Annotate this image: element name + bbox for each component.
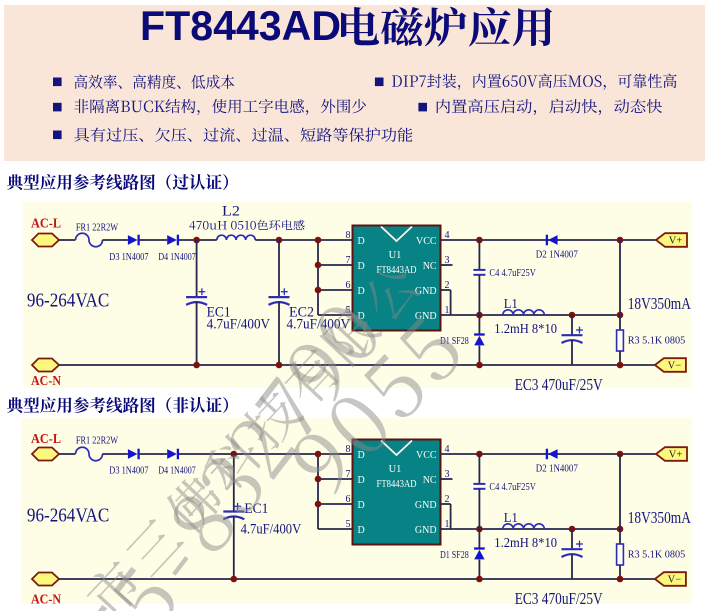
- svg-text:VCC: VCC: [416, 236, 437, 247]
- svg-text:1.2mH 8*10: 1.2mH 8*10: [494, 322, 557, 337]
- svg-text:4.7uF/400V: 4.7uF/400V: [241, 521, 302, 537]
- svg-text:D3 1N4007: D3 1N4007: [109, 252, 148, 263]
- svg-text:3: 3: [445, 255, 450, 266]
- svg-text:L1: L1: [504, 511, 518, 526]
- svg-text:EC3 470uF/25V: EC3 470uF/25V: [515, 589, 604, 608]
- svg-text:18V350mA: 18V350mA: [628, 508, 692, 527]
- svg-text:7: 7: [346, 255, 351, 266]
- svg-text:V−: V−: [668, 361, 682, 372]
- svg-text:EC1: EC1: [244, 501, 268, 517]
- svg-text:7: 7: [346, 469, 351, 480]
- svg-text:AC-N: AC-N: [31, 373, 61, 388]
- svg-text:FT8443AD: FT8443AD: [140, 2, 341, 49]
- svg-text:FT8443AD: FT8443AD: [377, 479, 417, 490]
- svg-text:D3 1N4007: D3 1N4007: [109, 465, 148, 476]
- svg-text:4.7uF/400V: 4.7uF/400V: [207, 316, 271, 332]
- svg-text:4: 4: [445, 444, 450, 455]
- svg-text:3: 3: [445, 469, 450, 480]
- svg-text:D: D: [358, 525, 365, 536]
- svg-text:96-264VAC: 96-264VAC: [27, 291, 109, 312]
- svg-text:GND: GND: [415, 286, 437, 297]
- svg-text:FR1 22R2W: FR1 22R2W: [76, 436, 118, 447]
- svg-text:L2: L2: [222, 204, 240, 220]
- svg-text:FR1 22R2W: FR1 22R2W: [76, 223, 118, 234]
- svg-text:GND: GND: [415, 500, 437, 511]
- svg-text:U1: U1: [389, 250, 402, 261]
- svg-text:V−: V−: [668, 575, 682, 586]
- svg-text:1.2mH 8*10: 1.2mH 8*10: [494, 536, 557, 551]
- svg-text:4: 4: [445, 230, 450, 241]
- svg-text:8: 8: [346, 230, 351, 241]
- svg-text:FT8443AD: FT8443AD: [377, 265, 417, 276]
- svg-text:D: D: [358, 311, 365, 322]
- svg-text:D: D: [358, 475, 365, 486]
- svg-text:D2 1N4007: D2 1N4007: [536, 464, 578, 475]
- svg-text:6: 6: [346, 280, 351, 291]
- svg-text:AC-N: AC-N: [31, 592, 61, 607]
- svg-text:D4 1N4007: D4 1N4007: [158, 465, 195, 476]
- svg-text:U1: U1: [389, 464, 402, 475]
- svg-text:GND: GND: [415, 525, 437, 536]
- svg-text:C4 4.7uF25V: C4 4.7uF25V: [489, 268, 536, 279]
- svg-text:V+: V+: [669, 236, 683, 247]
- svg-text:D: D: [358, 236, 365, 247]
- svg-text:1: 1: [445, 305, 450, 316]
- svg-text:2: 2: [445, 494, 450, 505]
- svg-text:D1 SF28: D1 SF28: [440, 336, 469, 347]
- svg-text:AC-L: AC-L: [31, 216, 61, 231]
- svg-text:AC-L: AC-L: [31, 431, 61, 446]
- svg-text:EC2: EC2: [289, 304, 314, 320]
- svg-text:1: 1: [445, 519, 450, 530]
- svg-text:4.7uF/400V: 4.7uF/400V: [287, 316, 351, 332]
- svg-text:NC: NC: [423, 261, 437, 272]
- svg-text:18V350mA: 18V350mA: [628, 294, 692, 313]
- svg-text:5: 5: [346, 519, 351, 530]
- svg-text:D4 1N4007: D4 1N4007: [158, 252, 195, 263]
- svg-text:2: 2: [445, 280, 450, 291]
- svg-text:C4 4.7uF25V: C4 4.7uF25V: [489, 482, 536, 493]
- svg-text:D2 1N4007: D2 1N4007: [536, 250, 578, 261]
- svg-text:V+: V+: [669, 450, 683, 461]
- svg-text:NC: NC: [423, 475, 437, 486]
- svg-text:D1 SF28: D1 SF28: [440, 550, 469, 561]
- svg-text:96-264VAC: 96-264VAC: [27, 506, 109, 527]
- svg-text:EC3 470uF/25V: EC3 470uF/25V: [515, 375, 604, 394]
- svg-text:L1: L1: [504, 297, 518, 312]
- svg-text:GND: GND: [415, 311, 437, 322]
- svg-text:VCC: VCC: [416, 450, 437, 461]
- svg-text:D: D: [358, 261, 365, 272]
- svg-text:6: 6: [346, 494, 351, 505]
- svg-text:EC1: EC1: [207, 304, 231, 320]
- svg-text:8: 8: [346, 444, 351, 455]
- svg-text:D: D: [358, 450, 365, 461]
- svg-text:D: D: [358, 500, 365, 511]
- svg-text:R3 5.1K 0805: R3 5.1K 0805: [628, 550, 686, 561]
- svg-text:D: D: [358, 286, 365, 297]
- svg-text:R3 5.1K 0805: R3 5.1K 0805: [628, 336, 686, 347]
- svg-text:5: 5: [346, 305, 351, 316]
